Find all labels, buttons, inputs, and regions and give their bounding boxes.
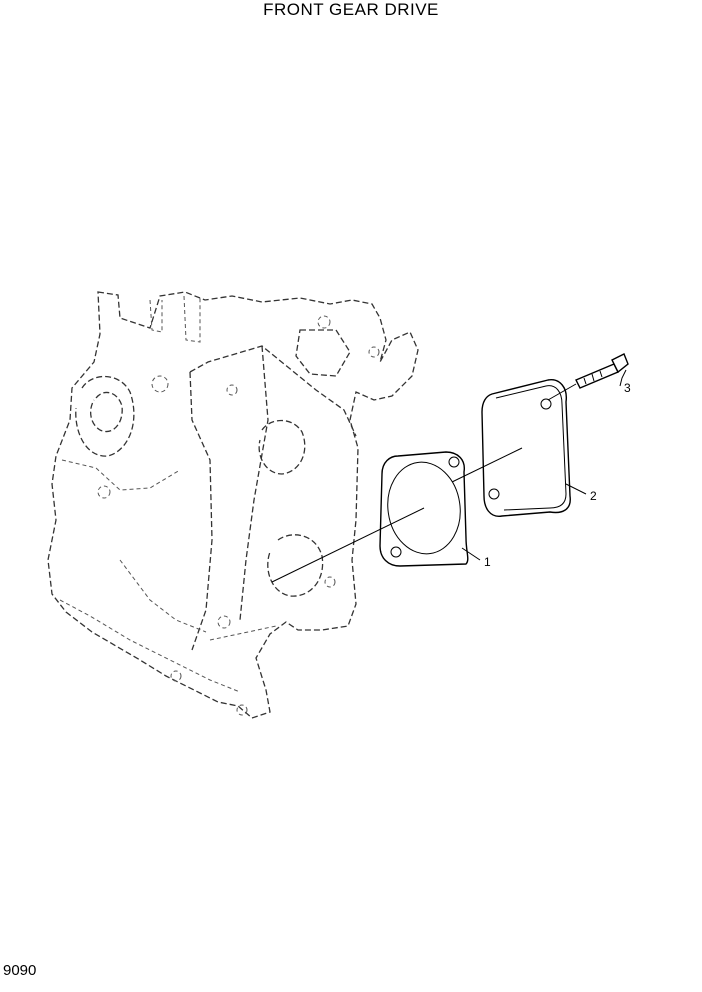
page-code: 9090	[3, 962, 37, 979]
callout-3: 3	[619, 369, 631, 395]
part-2-cover-plate	[481, 379, 571, 517]
callout-3-label: 3	[624, 381, 631, 395]
assembly-lines	[271, 383, 577, 583]
callout-2: 2	[565, 483, 597, 503]
callout-2-label: 2	[590, 489, 597, 503]
callout-1-label: 1	[484, 555, 491, 569]
callout-1: 1	[461, 547, 491, 569]
part-1-gasket	[379, 451, 469, 567]
diagram-title: FRONT GEAR DRIVE	[263, 0, 439, 19]
engine-front-housing	[47, 291, 419, 719]
part-3-bolt	[575, 353, 629, 389]
